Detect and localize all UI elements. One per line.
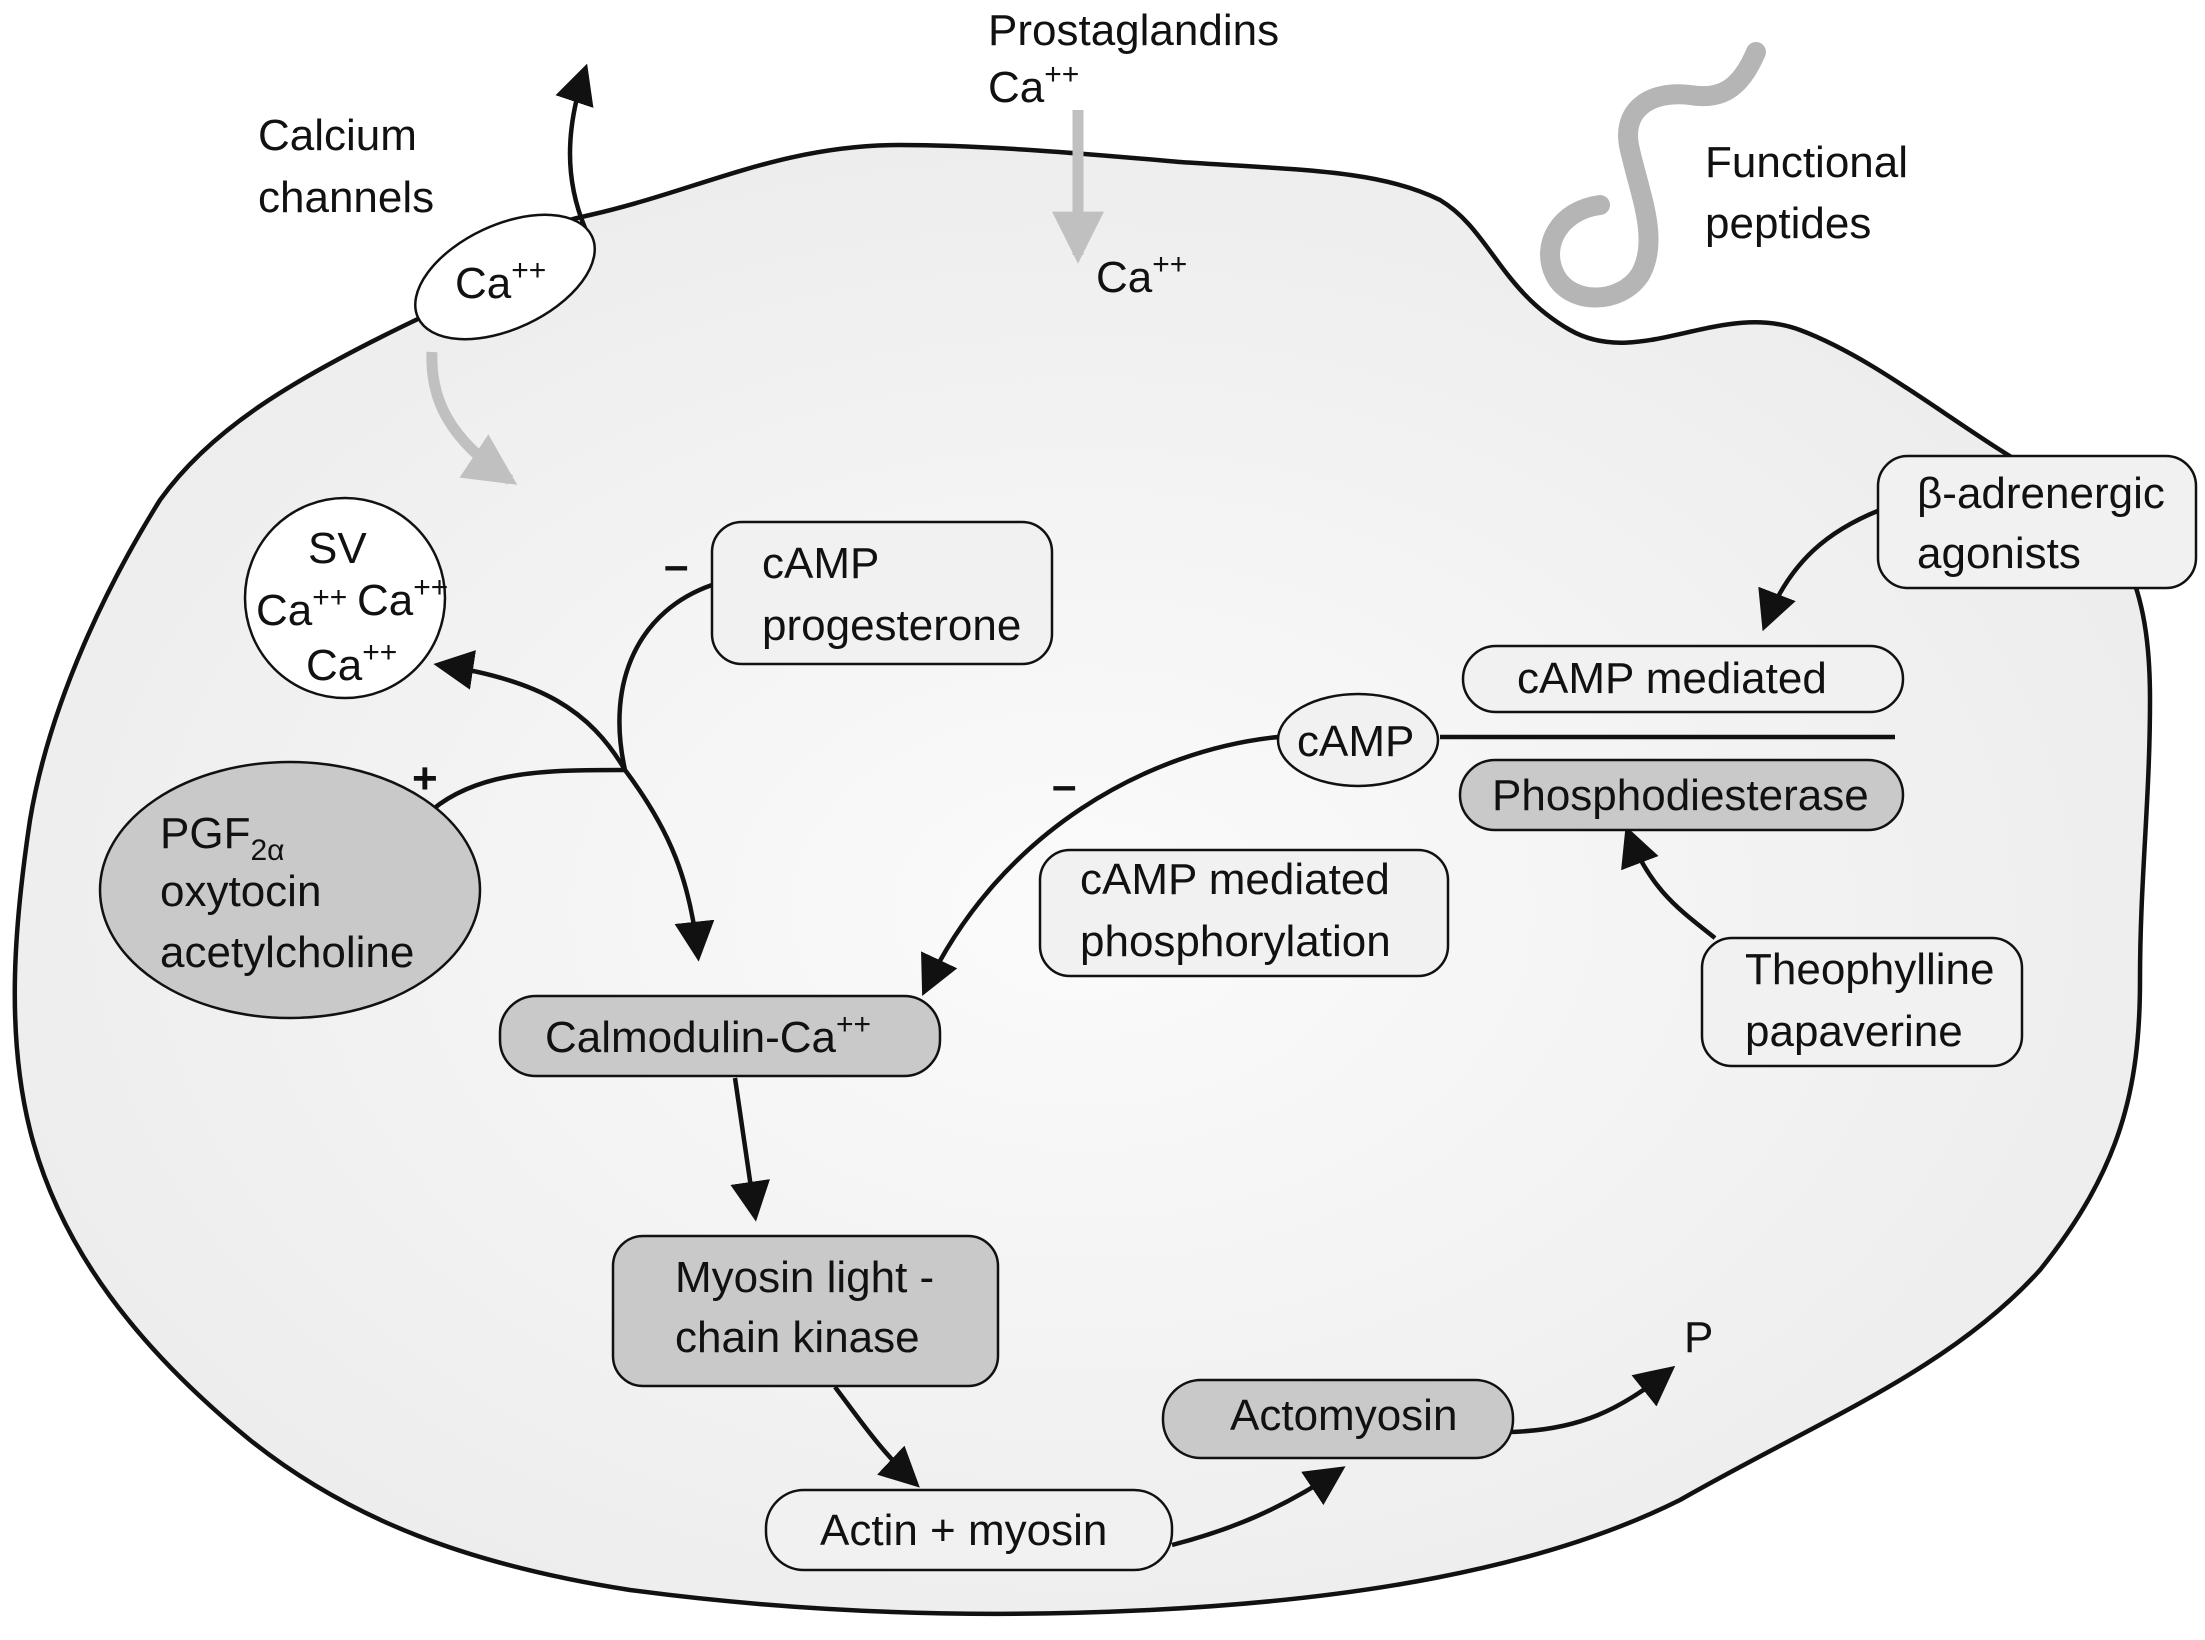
calcium-channel (414, 213, 596, 341)
actomyosin-box (1161, 1378, 1515, 1460)
actomyosin-label: Actomyosin (1230, 1391, 1457, 1440)
sv-vesicle (243, 496, 447, 700)
camp-progesterone-inhibit-line (617, 582, 713, 771)
phosphate-label: P (1684, 1313, 1713, 1362)
junction-to-sv-arrow (433, 650, 627, 772)
mlck-line2: chain kinase (675, 1313, 920, 1362)
actomyosin-to-p-arrow (1509, 1365, 1676, 1435)
calmodulin-label: Calmodulin-Ca++ (545, 1008, 871, 1062)
beta-agonist-to-camp-arrow (1758, 507, 1881, 632)
camp-label: cAMP (1297, 717, 1414, 766)
pgf-label: PGF2α (160, 809, 284, 867)
camp-progesterone-line1: cAMP (762, 539, 879, 588)
actin-myosin-label: Actin + myosin (820, 1506, 1107, 1555)
prostaglandins-ca-label: Ca++ (988, 58, 1079, 112)
beta-agonists-line2: agonists (1917, 529, 2081, 578)
camp-minus-sign: – (1052, 761, 1076, 810)
camp-phosphorylation-box (1038, 848, 1450, 978)
beta-agonists-box (1876, 454, 2198, 590)
camp-to-calmodulin-arrow (921, 734, 1279, 997)
camp-progesterone-box (710, 520, 1054, 666)
camp-ellipse (1276, 692, 1440, 788)
functional-peptides-line2: peptides (1705, 199, 1871, 248)
pgf-plus-sign: + (412, 754, 438, 803)
phosphodiesterase-label: Phosphodiesterase (1492, 771, 1869, 820)
channel-to-sv-grey-arrow (426, 351, 518, 485)
mlck-line1: Myosin light - (675, 1253, 934, 1302)
pgf-oxytocin-ellipse (98, 760, 482, 1020)
mlck-to-actin-arrow (833, 1385, 920, 1488)
pgf-to-junction-line (430, 767, 626, 812)
sv-ca-2: Ca++ (357, 571, 448, 625)
theophylline-line2: papaverine (1745, 1007, 1963, 1056)
oxytocin-label: oxytocin (160, 867, 321, 916)
sv-ca-3: Ca++ (306, 636, 397, 690)
calcium-channel-ca-label: Ca++ (455, 254, 546, 308)
camp-phosphorylation-line1: cAMP mediated (1080, 855, 1390, 904)
camp-progesterone-line2: progesterone (762, 601, 1021, 650)
beta-agonists-line1: β-adrenergic (1917, 469, 2165, 518)
peptide-chain-icon (1540, 42, 1766, 308)
calcium-channels-line1: Calcium (258, 111, 417, 160)
mlck-box (611, 1234, 1000, 1388)
sv-label: SV (308, 524, 367, 573)
sv-ca-1: Ca++ (256, 581, 347, 635)
theophylline-box (1700, 936, 2024, 1068)
intracellular-ca-label: Ca++ (1096, 248, 1187, 302)
theophylline-to-pde-arrow (1621, 825, 1717, 940)
calmodulin-to-mlck-arrow (730, 1077, 770, 1222)
progesterone-minus-sign: – (664, 541, 688, 590)
functional-peptides-line1: Functional (1705, 138, 1908, 187)
actin-myosin-box (764, 1488, 1174, 1572)
camp-phosphorylation-line2: phosphorylation (1080, 917, 1391, 966)
actin-to-actomyosin-arrow (1171, 1466, 1346, 1548)
theophylline-line1: Theophylline (1745, 945, 1995, 994)
phosphodiesterase-box (1458, 758, 1905, 832)
camp-mediated-box (1461, 644, 1905, 714)
junction-to-calmodulin-arrow (623, 768, 715, 962)
prostaglandins-label: Prostaglandins (988, 6, 1279, 55)
calcium-channels-line2: channels (258, 173, 434, 222)
calcium-efflux-arrow (555, 63, 594, 229)
acetylcholine-label: acetylcholine (160, 928, 414, 977)
camp-mediated-label: cAMP mediated (1517, 654, 1827, 703)
calmodulin-box (498, 994, 942, 1078)
